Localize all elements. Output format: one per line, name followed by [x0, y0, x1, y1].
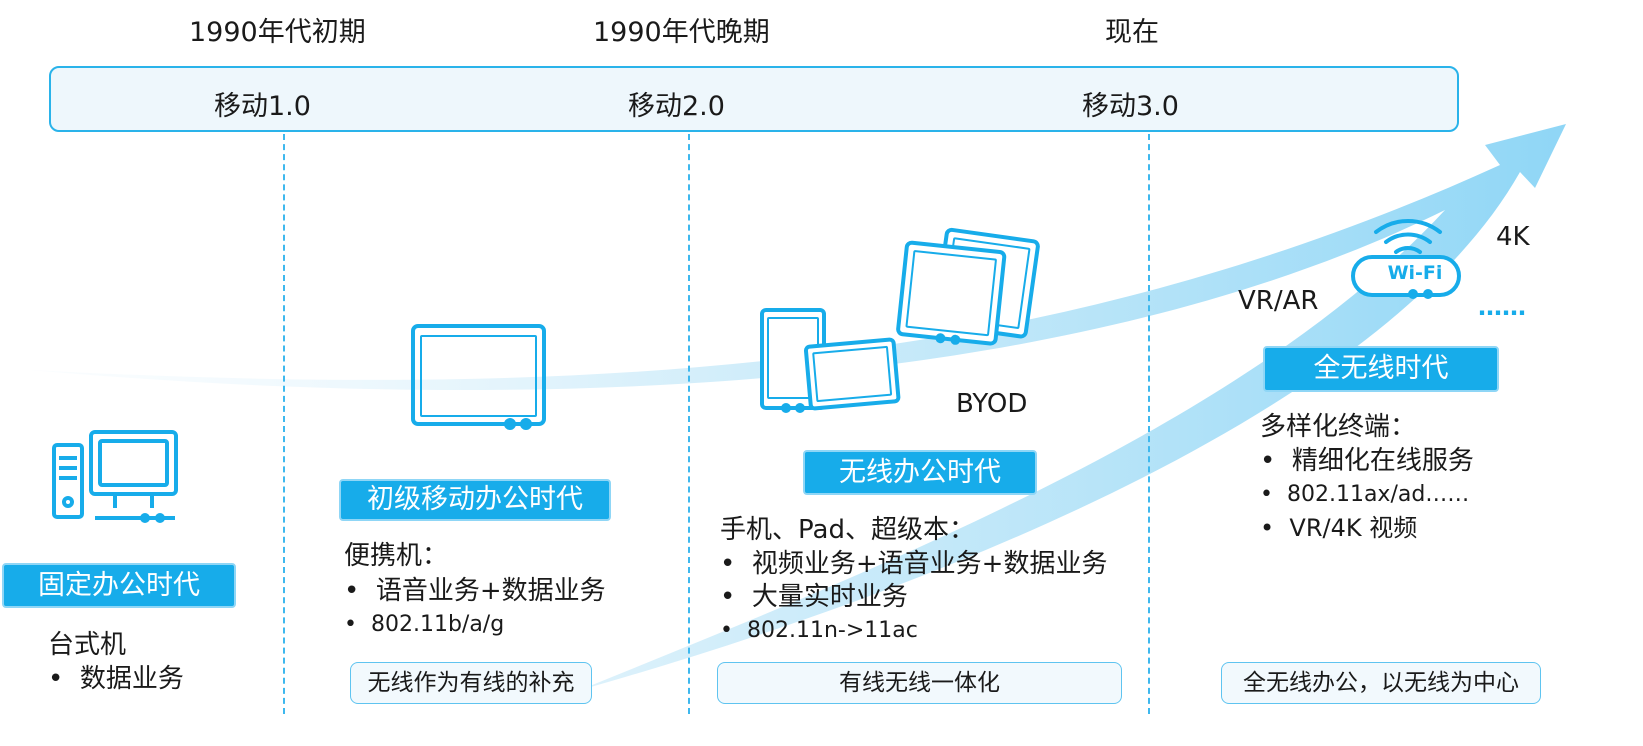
tablets-group-icon: [760, 227, 1040, 413]
stage-title-wireless: 无线办公时代: [803, 450, 1037, 495]
mobile-version-3: 移动3.0: [1082, 91, 1179, 122]
stage-device-wireless: 手机、Pad、超级本：: [720, 515, 975, 545]
era-divider: [1148, 134, 1150, 714]
laptop-tablet-icon: [411, 324, 546, 430]
byod-label: BYOD: [956, 389, 1028, 419]
stage-bullet: • 802.11n->11ac: [720, 618, 918, 643]
stage-title-fixed: 固定办公时代: [2, 563, 236, 608]
mobile-version-1: 移动1.0: [214, 91, 311, 122]
stage-bullet: • 数据业务: [48, 664, 184, 694]
growth-arrow: [30, 124, 1566, 690]
more-ellipsis: ……: [1478, 293, 1526, 321]
stage-bullet: • 精细化在线服务: [1260, 446, 1474, 476]
stage-title-all-wireless: 全无线时代: [1263, 346, 1499, 392]
stage-bullet: • VR/4K 视频: [1260, 514, 1418, 542]
era-year-1: 1990年代初期: [189, 17, 366, 48]
wifi-icon: [1351, 218, 1461, 299]
era-divider: [688, 134, 690, 714]
stage-device-all-wireless: 多样化终端：: [1260, 412, 1417, 442]
desktop-computer-icon: [52, 430, 178, 523]
stage-bullet: • 语音业务+数据业务: [344, 576, 606, 606]
stage-note-wireless: 有线无线一体化: [717, 662, 1122, 704]
era-divider: [283, 134, 285, 714]
mobile-version-bar: [49, 66, 1459, 132]
vr-ar-label: VR/AR: [1238, 286, 1319, 316]
stage-note-early-mobile: 无线作为有线的补充: [350, 662, 592, 704]
mobile-version-2: 移动2.0: [628, 91, 725, 122]
stage-bullet: • 大量实时业务: [720, 582, 908, 612]
era-year-2: 1990年代晚期: [593, 17, 770, 48]
stage-bullet: • 视频业务+语音业务+数据业务: [720, 549, 1108, 579]
stage-bullet: • 802.11b/a/g: [344, 612, 505, 637]
stage-title-early-mobile: 初级移动办公时代: [339, 479, 611, 521]
stage-note-all-wireless: 全无线办公，以无线为中心: [1221, 662, 1541, 704]
era-year-3: 现在: [1105, 17, 1159, 48]
wifi-label: Wi-Fi: [1387, 262, 1443, 284]
stage-bullet: • 802.11ax/ad……: [1260, 482, 1470, 507]
4k-label: 4K: [1496, 222, 1530, 252]
stage-device-fixed: 台式机: [48, 630, 127, 660]
stage-device-early-mobile: 便携机：: [344, 541, 449, 571]
